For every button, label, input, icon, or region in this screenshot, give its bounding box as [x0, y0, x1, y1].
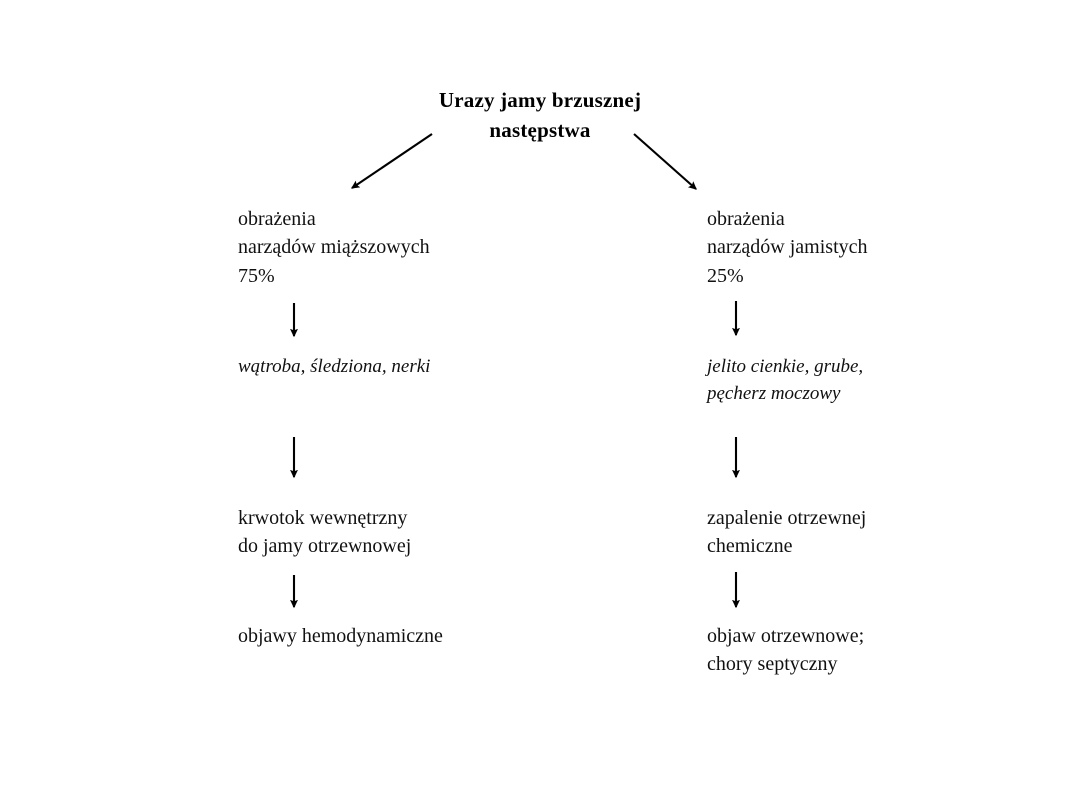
- right-branch-level3-label: zapalenie otrzewnej chemiczne: [707, 507, 867, 558]
- right-branch-level2-organs: jelito cienkie, grube, pęcherz moczowy: [707, 356, 864, 404]
- left-branch-level3-label: krwotok wewnętrzny do jamy otrzewnowej: [238, 507, 412, 558]
- left-branch-level2-organs: wątroba, śledziona, nerki: [238, 356, 431, 377]
- left-branch-level1-label: obrażenia narządów miąższowych 75%: [238, 208, 430, 287]
- diagram-title: Urazy jamy brzusznej następstwa: [438, 88, 642, 142]
- right-branch-level1-label: obrażenia narządów jamistych 25%: [707, 208, 868, 287]
- left-branch-level4-label: objawy hemodynamiczne: [238, 625, 443, 647]
- right-branch-level4-label: objaw otrzewnowe; chory septyczny: [707, 625, 865, 676]
